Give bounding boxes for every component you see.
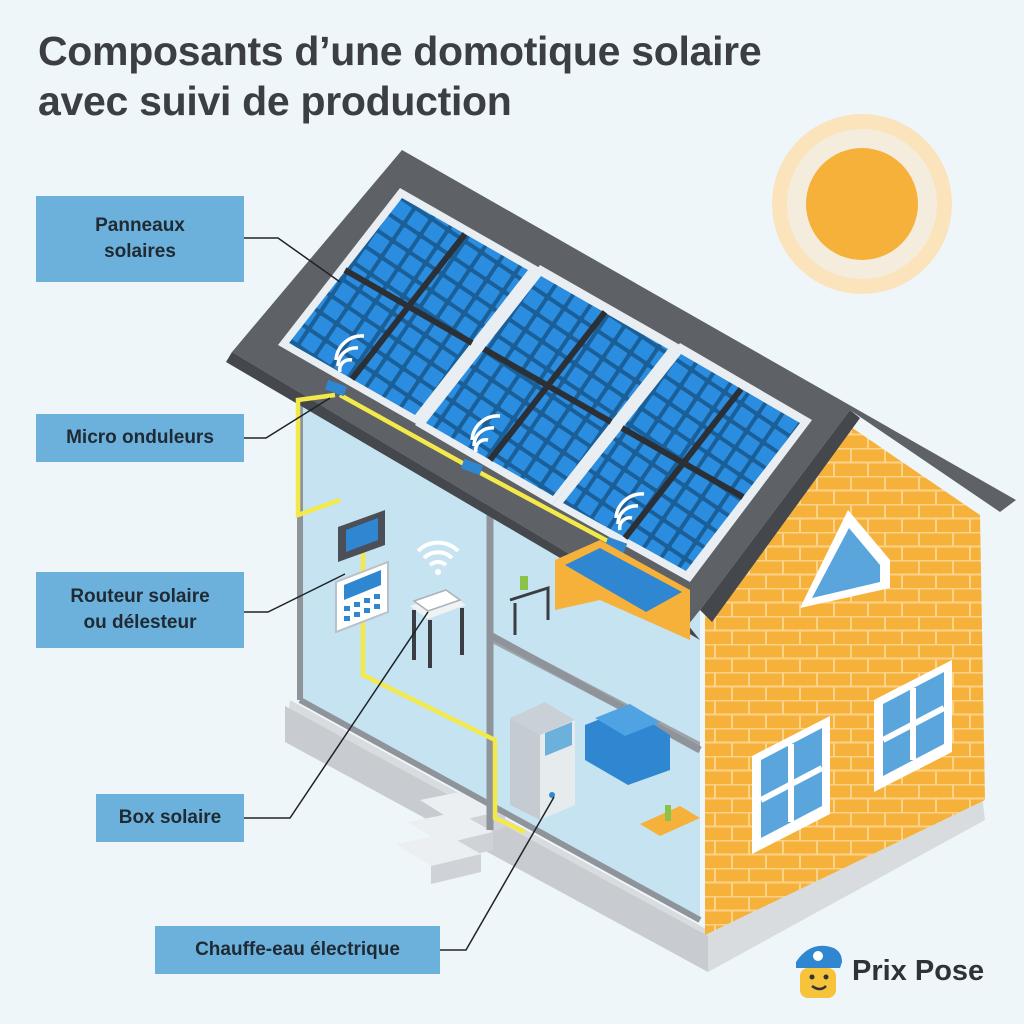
leader-lines [244,237,555,951]
label-panneaux-line-2: solaires [104,241,176,262]
bedroom [509,540,690,640]
sun-icon [772,114,952,294]
micro-inverter-3 [604,492,645,554]
page-title: Composants d’une domotique solaire avec … [38,26,938,126]
label-routeur-line-2: ou délesteur [83,612,197,633]
water-heater [510,702,575,820]
title-line-2: avec suivi de production [38,78,512,124]
label-box-solaire: Box solaire [96,794,244,842]
brand-name: Prix Pose [852,955,985,987]
solar-box-table [410,540,466,668]
title-line-1: Composants d’une domotique solaire [38,28,762,74]
label-micro-onduleurs-text: Micro onduleurs [66,427,214,448]
label-chauffe-eau-text: Chauffe-eau électrique [195,939,400,960]
micro-inverter-1 [324,334,365,397]
living-room [585,704,700,836]
label-box-solaire-text: Box solaire [118,807,222,828]
foundation [285,700,985,972]
label-chauffe-eau: Chauffe-eau électrique [155,926,440,974]
label-panneaux-line-1: Panneaux [95,215,185,236]
prix-pose-logo-icon [796,945,842,998]
label-routeur-solaire: Routeur solaire ou délesteur [36,572,244,648]
label-micro-onduleurs: Micro onduleurs [36,414,244,462]
label-routeur-line-1: Routeur solaire [70,586,210,607]
solar-router-device [335,510,389,634]
label-panneaux-solaires: Panneaux solaires [36,196,244,282]
micro-inverter-2 [460,414,501,476]
brick-wall [705,425,985,935]
